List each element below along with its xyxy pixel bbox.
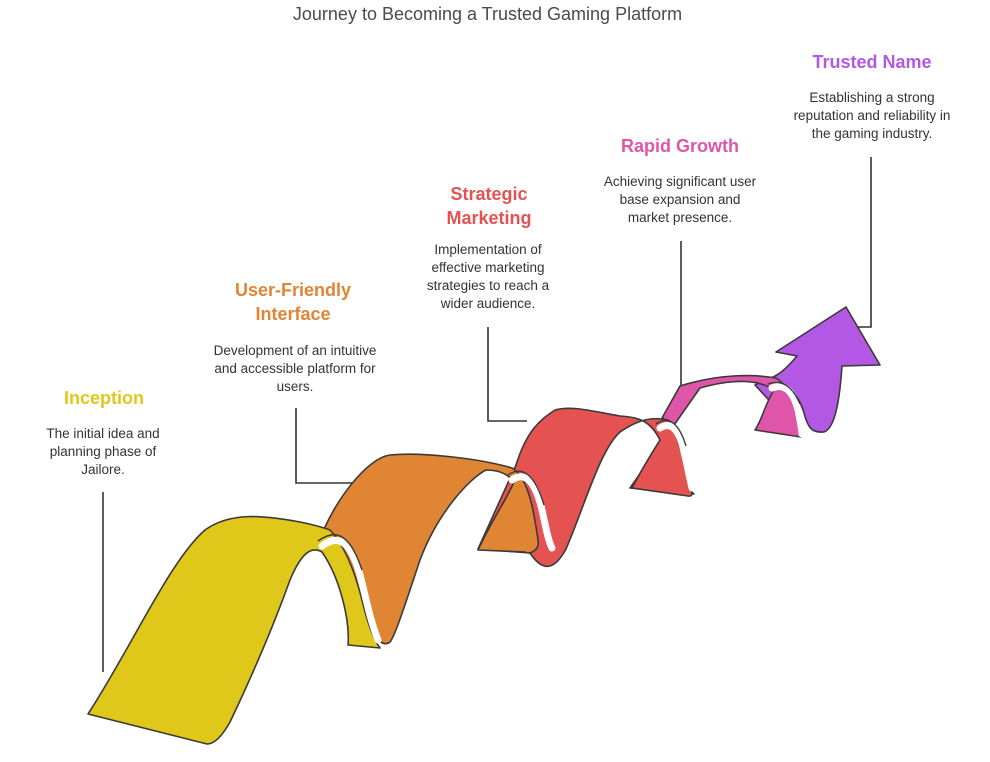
stage-heading-rapid-growth: Rapid Growth [621,136,739,156]
stage-heading-inception: Inception [64,388,144,408]
connector-trusted [850,157,872,328]
segment-user-friendly-interface [323,453,540,645]
stage-heading-user-friendly-interface: User-Friendly Interface [234,280,352,324]
stage-heading-strategic-marketing: Strategic Marketing [446,184,532,228]
connector-user-friendly [295,408,352,484]
stage-description-rapid-growth: Achieving significant user base expansio… [603,174,757,225]
stage-description-strategic-marketing: Implementation of effective marketing st… [426,242,550,311]
stage-description-trusted-name: Establishing a strong reputation and rel… [793,90,951,141]
stage-description-inception: The initial idea and planning phase of J… [46,426,160,477]
stage-description-user-friendly-interface: Development of an intuitive and accessib… [213,343,377,394]
diagram-title: Journey to Becoming a Trusted Gaming Pla… [292,4,683,24]
stage-heading-trusted-name: Trusted Name [812,52,932,72]
connector-strategic [487,327,527,422]
segment-inception [87,515,381,745]
